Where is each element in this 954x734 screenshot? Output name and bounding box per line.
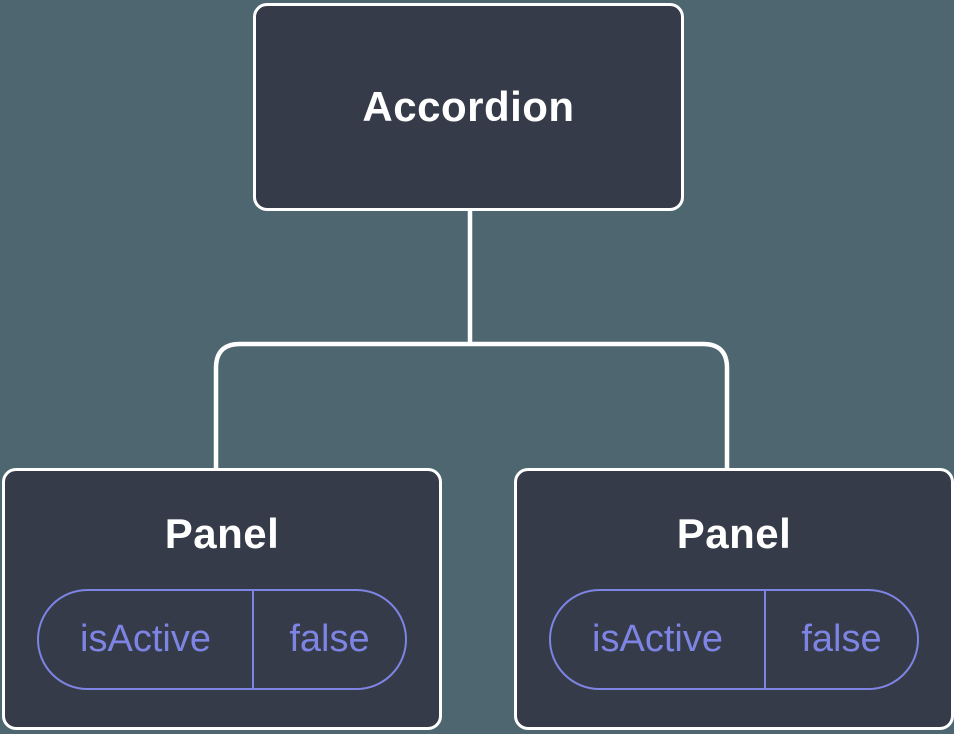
connector-branch — [213, 341, 730, 470]
node-panel-right-label: Panel — [676, 510, 792, 557]
state-value-label: false — [801, 618, 882, 660]
node-panel-left: Panel isActive false — [2, 468, 442, 730]
node-panel-left-label: Panel — [164, 510, 280, 557]
state-pill-right: isActive false — [549, 589, 919, 690]
state-key-label: isActive — [551, 591, 766, 688]
state-value-label: false — [289, 618, 370, 660]
node-accordion: Accordion — [253, 3, 684, 211]
state-pill-left: isActive false — [37, 589, 407, 690]
node-panel-right: Panel isActive false — [514, 468, 954, 730]
node-accordion-label: Accordion — [362, 83, 575, 130]
state-key-label: isActive — [39, 591, 254, 688]
